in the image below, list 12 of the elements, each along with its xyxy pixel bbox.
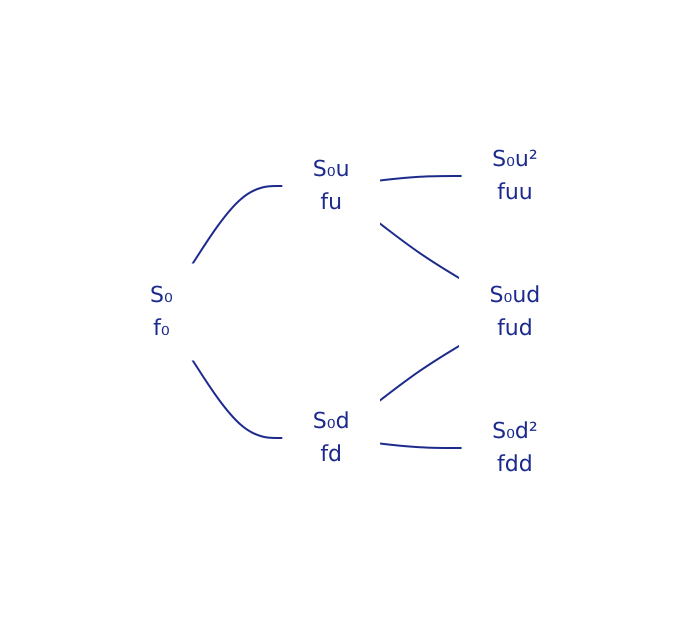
- node-text: S₀d² fdd: [492, 418, 538, 476]
- connector: [192, 358, 284, 438]
- connector: [192, 184, 284, 264]
- node-text: S₀u fu: [313, 156, 350, 214]
- node-text: S₀u² fuu: [492, 146, 538, 204]
- node-text: S₀ f₀: [150, 282, 174, 340]
- connector: [379, 344, 460, 402]
- connector: [380, 442, 462, 448]
- node-text: S₀d fd: [313, 408, 350, 466]
- node-text: S₀ud fud: [490, 282, 541, 340]
- connector: [379, 222, 460, 279]
- connector: [380, 174, 462, 182]
